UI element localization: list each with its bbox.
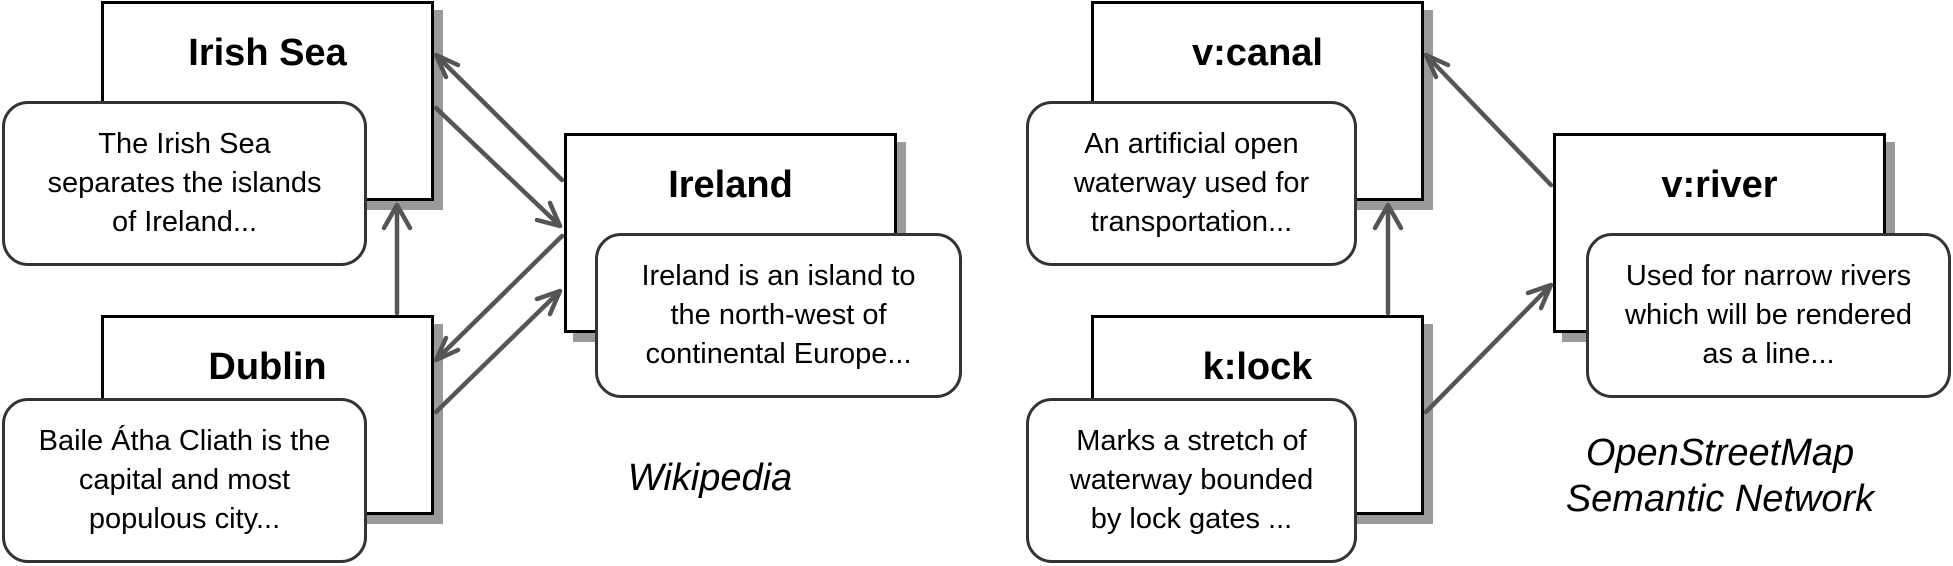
canal-description: An artificial open waterway used for tra… (1026, 101, 1357, 266)
osm-caption-line: OpenStreetMap (1585, 432, 1855, 474)
lock-description: Marks a stretch of waterway bounded by l… (1026, 398, 1357, 563)
river-desc-line: which will be rendered (1625, 299, 1912, 331)
ireland-desc-line: Ireland is an island to (641, 260, 916, 292)
canal-desc-line: An artificial open (1084, 128, 1299, 160)
canal-title: v:canal (1192, 32, 1323, 74)
arrow-ireland-to-irish-sea (433, 52, 565, 183)
ireland-description: Ireland is an island to the north-west o… (595, 233, 962, 398)
canal-desc-line: transportation... (1090, 206, 1293, 238)
lock-title: k:lock (1202, 346, 1313, 388)
wikipedia-caption: Wikipedia (627, 457, 793, 499)
dublin-title: Dublin (208, 346, 327, 388)
lock-desc-line: Marks a stretch of (1076, 425, 1307, 457)
dublin-desc-line: Baile Átha Cliath is the (38, 425, 331, 457)
irish-sea-desc-line: of Ireland... (111, 206, 258, 238)
ireland-title: Ireland (668, 164, 793, 206)
river-desc-line: as a line... (1702, 338, 1835, 370)
dublin-description: Baile Átha Cliath is the capital and mos… (2, 398, 367, 563)
arrow-river-to-canal (1423, 52, 1554, 188)
irish-sea-description: The Irish Sea separates the islands of I… (2, 101, 367, 266)
river-description: Used for narrow rivers which will be ren… (1586, 233, 1951, 398)
arrow-irish-sea-to-ireland (433, 105, 563, 229)
canal-desc-line: waterway used for (1073, 167, 1310, 199)
osm-caption: OpenStreetMap Semantic Network (1520, 430, 1920, 522)
ireland-desc-line: the north-west of (670, 299, 887, 331)
arrow-dublin-to-ireland (433, 288, 563, 415)
arrow-group (381, 52, 1554, 415)
arrow-lock-to-canal (1372, 202, 1404, 316)
ireland-desc-line: continental Europe... (645, 338, 912, 370)
irish-sea-desc-line: separates the islands (47, 167, 322, 199)
irish-sea-desc-line: The Irish Sea (98, 128, 271, 160)
lock-desc-line: waterway bounded (1069, 464, 1314, 496)
arrow-lock-to-river (1423, 282, 1554, 415)
dublin-desc-line: capital and most (78, 464, 291, 496)
osm-caption-line: Semantic Network (1565, 478, 1875, 520)
arrow-dublin-to-irish-sea (381, 202, 413, 316)
lock-desc-line: by lock gates ... (1090, 503, 1293, 535)
dublin-desc-line: populous city... (88, 503, 281, 535)
arrow-ireland-to-dublin (433, 233, 565, 363)
river-desc-line: Used for narrow rivers (1625, 260, 1912, 292)
irish-sea-title: Irish Sea (188, 32, 347, 74)
river-title: v:river (1661, 164, 1778, 206)
